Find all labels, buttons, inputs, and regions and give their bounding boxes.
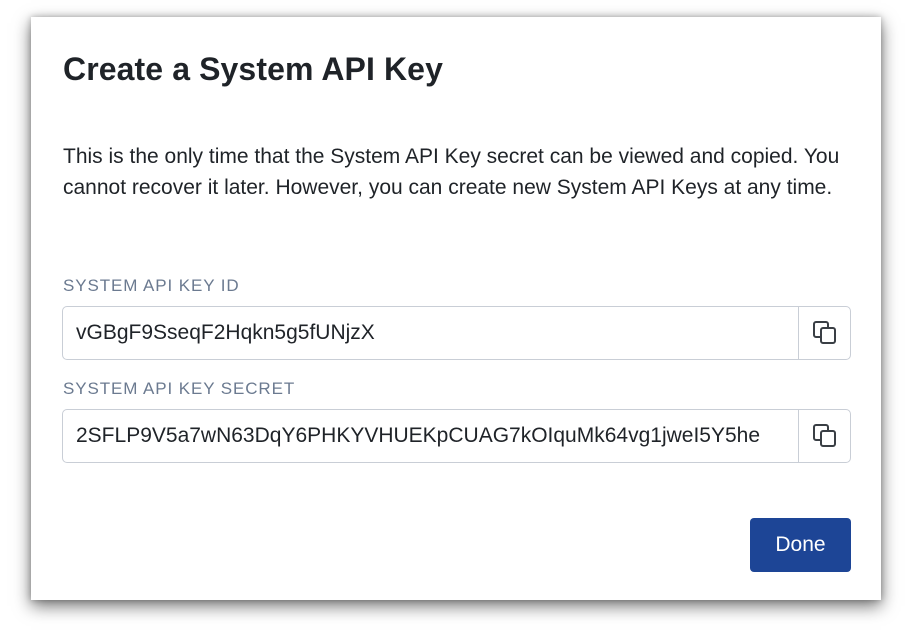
dialog-title: Create a System API Key: [63, 51, 443, 87]
key-id-label: SYSTEM API KEY ID: [63, 276, 240, 295]
copy-key-id-button[interactable]: [798, 307, 850, 359]
copy-key-secret-button[interactable]: [798, 410, 850, 462]
key-secret-label: SYSTEM API KEY SECRET: [63, 379, 296, 398]
key-secret-input[interactable]: 2SFLP9V5a7wN63DqY6PHKYVHUEKpCUAG7kOIquMk…: [76, 424, 761, 447]
create-api-key-dialog: Create a System API Key This is the only…: [31, 17, 881, 600]
key-id-field: vGBgF9SseqF2Hqkn5g5fUNjzX: [62, 306, 851, 360]
key-secret-field: 2SFLP9V5a7wN63DqY6PHKYVHUEKpCUAG7kOIquMk…: [62, 409, 851, 463]
dialog-description: This is the only time that the System AP…: [63, 145, 840, 199]
key-id-input[interactable]: vGBgF9SseqF2Hqkn5g5fUNjzX: [76, 321, 375, 344]
copy-icon: [812, 321, 836, 344]
done-button[interactable]: Done: [750, 518, 851, 572]
copy-icon: [812, 424, 836, 447]
